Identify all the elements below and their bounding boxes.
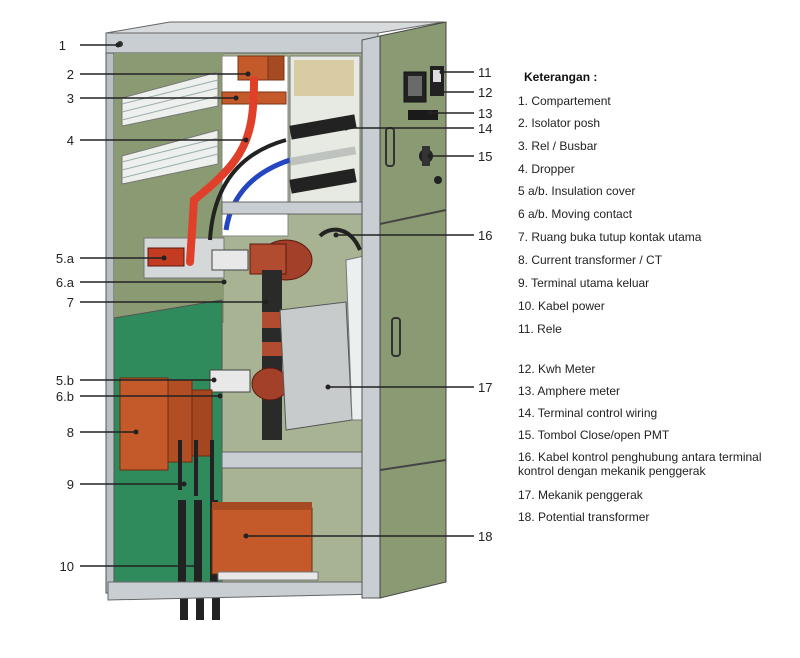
legend-item: 10. Kabel power <box>518 299 605 313</box>
lower-shelf <box>222 452 362 468</box>
cable-tail <box>212 598 220 620</box>
door-lock <box>434 176 442 184</box>
callout-3: 3 <box>67 91 74 106</box>
callout-1: 1 <box>59 38 66 53</box>
callout-6a: 6.a <box>56 275 75 290</box>
legend-title: Keterangan : <box>524 70 597 84</box>
legend-item: 15. Tombol Close/open PMT <box>518 428 669 442</box>
legend-item: 5 a/b. Insulation cover <box>518 184 635 198</box>
operating-mechanism <box>280 302 352 430</box>
cabinet-left-wall <box>106 53 114 593</box>
legend-item: 6 a/b. Moving contact <box>518 207 632 221</box>
legend-item: 9. Terminal utama keluar <box>518 276 649 290</box>
callout-12: 12 <box>478 85 492 100</box>
cabinet-door <box>380 22 446 598</box>
callout-7: 7 <box>67 295 74 310</box>
contact-cylinder-lower <box>252 368 288 400</box>
legend-item: 14. Terminal control wiring <box>518 406 657 420</box>
legend-item: 16. Kabel kontrol penghubung antara term… <box>518 450 796 478</box>
moving-contact-a <box>212 250 248 270</box>
legend-item: 12. Kwh Meter <box>518 362 595 376</box>
potential-transformer <box>212 508 312 574</box>
callout-4: 4 <box>67 133 74 148</box>
legend-item: 13. Amphere meter <box>518 384 620 398</box>
callout-8: 8 <box>67 425 74 440</box>
power-cable <box>178 500 186 586</box>
cable-tail <box>180 598 188 620</box>
cabinet-top-rail <box>106 33 378 53</box>
contact-tube-upper <box>250 244 286 274</box>
legend-item: 8. Current transformer / CT <box>518 253 662 267</box>
callout-2: 2 <box>67 67 74 82</box>
callout-18: 18 <box>478 529 492 544</box>
legend-item: 11. Rele <box>518 322 562 336</box>
power-cable <box>194 500 202 586</box>
cabinet-floor <box>108 582 380 600</box>
divider-shelf <box>222 202 362 214</box>
relay-display-inner <box>408 76 422 96</box>
callout-13: 13 <box>478 106 492 121</box>
current-transformer <box>120 378 168 470</box>
callout-11: 11 <box>478 65 492 80</box>
legend-item: 18. Potential transformer <box>518 510 649 524</box>
legend-item: 3. Rel / Busbar <box>518 139 597 153</box>
legend-item: 2. Isolator posh <box>518 116 600 130</box>
callout-6b: 6.b <box>56 389 74 404</box>
relay-box <box>294 60 354 96</box>
cable-tail <box>196 598 204 620</box>
breaker-pole-band <box>262 342 282 356</box>
legend-item: 17. Mekanik penggerak <box>518 488 643 502</box>
legend-item: 1. Compartement <box>518 94 611 108</box>
cabinet-top-cover <box>106 22 444 33</box>
legend-item: 4. Dropper <box>518 162 575 176</box>
callout-10: 10 <box>60 559 74 574</box>
cabinet-door-frame <box>362 36 380 598</box>
callout-17: 17 <box>478 380 492 395</box>
callout-5a: 5.a <box>56 251 75 266</box>
isolator-posh-2 <box>268 56 284 80</box>
potential-transformer-top <box>212 502 312 510</box>
callout-9: 9 <box>67 477 74 492</box>
callout-16: 16 <box>478 228 492 243</box>
ammeter <box>408 110 438 120</box>
breaker-pole-band <box>262 312 282 328</box>
callout-5b: 5.b <box>56 373 74 388</box>
callout-14: 14 <box>478 121 492 136</box>
legend-item: 7. Ruang buka tutup kontak utama <box>518 230 701 244</box>
callout-15: 15 <box>478 149 492 164</box>
pt-base <box>218 572 318 580</box>
